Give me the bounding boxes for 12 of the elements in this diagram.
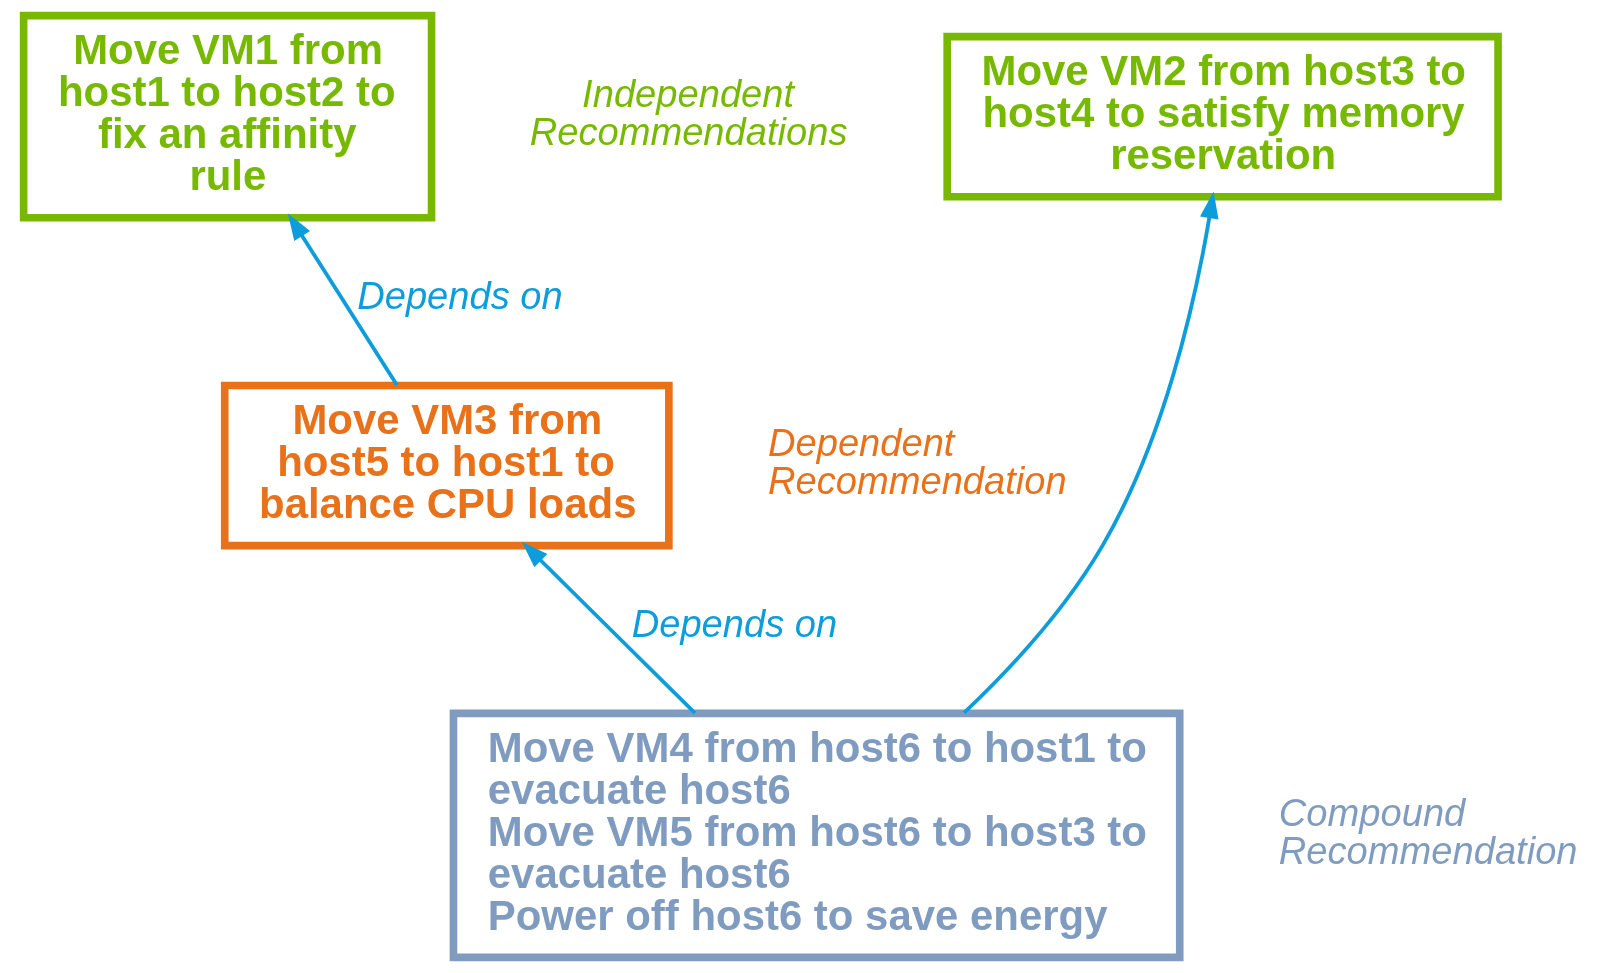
arrow — [287, 213, 399, 387]
arrow — [962, 191, 1219, 715]
node-label: Compound Recommendation — [1278, 790, 1578, 872]
edge-label: Depends on — [631, 602, 838, 646]
node-box: Move VM3 from host5 to host1 to balance CPU loads — [220, 381, 673, 550]
node-box: Move VM1 from host1 to host2 to fix an affinity rule — [19, 11, 436, 222]
node-box: Move VM4 from host6 to host1 to evacuate host6 Move VM5 from host6 to host3 to evacuate host6 Power off host6 to save energy — [449, 709, 1184, 962]
edge-label: Depends on — [357, 274, 563, 318]
arrow — [521, 541, 697, 715]
label: Independent Recommendations — [529, 72, 848, 154]
node-box: Move VM2 from host3 to host4 to satisfy memory reservation — [943, 32, 1502, 201]
node-label: Dependent Recommendation — [767, 421, 1067, 503]
